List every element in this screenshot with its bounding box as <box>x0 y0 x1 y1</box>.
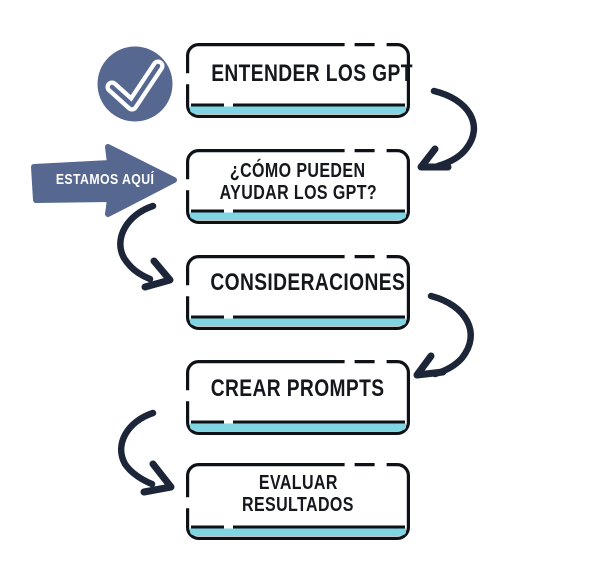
progress-bar <box>190 106 406 114</box>
estamos-aqui-label: ESTAMOS AQUÍ <box>40 172 170 188</box>
curved-arrow-icon <box>117 202 174 291</box>
check-circle-icon <box>97 46 173 122</box>
step-label-5: EVALUAR RESULTADOS <box>186 472 410 516</box>
step-label-1-line-1: ENTENDER LOS GPT <box>211 60 413 87</box>
curved-arrow-icon <box>417 87 478 171</box>
step-box-5 <box>186 463 411 541</box>
curved-arrow-icon <box>413 292 474 379</box>
step-box-1 <box>186 42 411 119</box>
progress-bar <box>190 528 406 536</box>
step-label-1: ENTENDER LOS GPT <box>186 59 413 89</box>
step-label-4-line-1: CREAR PROMPTS <box>211 375 385 402</box>
progress-bar <box>190 212 406 220</box>
estamos-aqui-arrow <box>31 144 177 217</box>
step-label-2-line-2: AYUDAR LOS GPT? <box>219 182 377 204</box>
curved-arrow-icon <box>117 409 175 496</box>
step-box-2 <box>186 149 411 225</box>
step-label-5-line-1: EVALUAR <box>258 472 338 494</box>
step-label-2: ¿CÓMO PUEDEN AYUDAR LOS GPT? <box>186 160 410 204</box>
step-box-3 <box>186 255 411 331</box>
estamos-aqui-label-text: ESTAMOS AQUÍ <box>55 171 155 188</box>
step-label-3: CONSIDERACIONES <box>186 268 410 298</box>
step-label-2-line-1: ¿CÓMO PUEDEN <box>230 160 366 182</box>
progress-bar <box>190 318 406 326</box>
step-label-4: CREAR PROMPTS <box>186 374 410 404</box>
step-label-5-line-2: RESULTADOS <box>242 494 354 516</box>
step-box-4 <box>186 360 411 436</box>
progress-bar <box>190 423 406 431</box>
step-label-3-line-1: CONSIDERACIONES <box>210 269 406 296</box>
